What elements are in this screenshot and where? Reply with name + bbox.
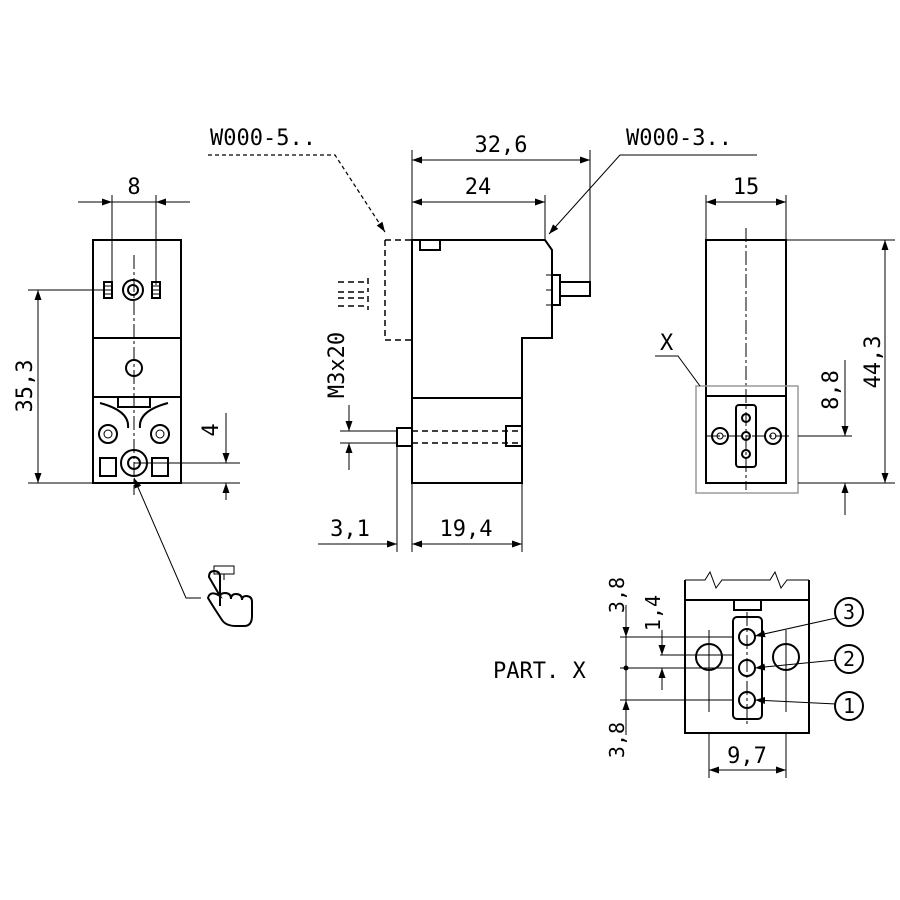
front-view: 8 35,3 4 — [13, 175, 253, 627]
thread-label: M3x20 — [325, 332, 350, 398]
side-fitting — [552, 274, 591, 306]
callout-3-circle — [834, 597, 864, 627]
dim-9-7-label: 9,7 — [727, 744, 767, 769]
detail-x-frame — [695, 385, 799, 494]
front-base-contour — [99, 402, 169, 429]
part-ref-left: W000-5.. — [210, 126, 316, 151]
side-body-outline — [411, 239, 553, 484]
detail-break-line — [685, 570, 809, 590]
detail-top-notch — [733, 600, 762, 611]
dim-15-label: 15 — [733, 175, 760, 200]
front-fitting-bore — [127, 284, 139, 296]
part-ref-right: W000-3.. — [626, 126, 732, 151]
front-fitting — [122, 279, 144, 301]
dim-3-8-top-label: 3,8 — [605, 577, 629, 613]
w000-3-leader — [548, 154, 757, 235]
dim-1-4-label: 1,4 — [641, 595, 665, 631]
callout-1-leader — [754, 696, 837, 705]
side-view: W000-5.. W000-3.. 32,6 24 M3x20 3,1 19,4 — [208, 126, 757, 552]
dim-8-8-label: 8,8 — [819, 370, 844, 410]
detail-x-leader — [655, 355, 701, 387]
callout-2-leader — [754, 659, 837, 671]
side-bolt-head — [396, 427, 413, 447]
front-mount-hole-left — [98, 424, 118, 444]
back-view: X 15 44,3 8,8 — [655, 175, 895, 515]
callout-2-label: 2 — [843, 647, 855, 671]
front-screw-threads — [104, 285, 160, 295]
dim-32-6-label: 32,6 — [475, 133, 528, 158]
callout-3-leader — [754, 617, 837, 638]
hand-pointer-icon — [206, 565, 253, 627]
side-connector-hidden — [384, 239, 412, 341]
dim-3-8-bottom-label: 3,8 — [605, 722, 629, 758]
front-mount-hole-right-inner — [155, 429, 165, 439]
dim-35-3-label: 35,3 — [13, 360, 38, 413]
front-slot-left — [99, 457, 117, 477]
dim-19-4-label: 19,4 — [440, 517, 493, 542]
w000-5-leader — [208, 154, 386, 233]
side-top-tab — [419, 239, 441, 251]
front-mount-hole-right — [150, 424, 170, 444]
dim-24-label: 24 — [465, 175, 492, 200]
callout-1-circle — [834, 691, 864, 721]
side-connector-pins-hidden — [338, 278, 369, 310]
detail-x-view: 3,8 1,4 3,8 PART. X 9,7 3 2 1 — [493, 570, 864, 778]
detail-title: PART. X — [493, 659, 586, 684]
front-slot-right — [151, 457, 169, 477]
detail-outline — [684, 580, 810, 734]
back-port-3 — [741, 413, 751, 423]
dim-8-label: 8 — [127, 175, 140, 200]
detail-x-marker: X — [660, 331, 674, 356]
side-fitting-marks — [546, 274, 552, 306]
dim-44-3-label: 44,3 — [861, 336, 886, 389]
back-port-1 — [741, 449, 751, 459]
callout-3-label: 3 — [843, 600, 855, 624]
manual-override-leader — [133, 477, 201, 599]
callout-2-circle — [834, 644, 864, 674]
side-nut — [505, 425, 523, 447]
dim-3-1-label: 3,1 — [330, 517, 370, 542]
callout-1-label: 1 — [843, 694, 855, 718]
dim-4-label: 4 — [199, 423, 224, 436]
front-mount-hole-left-inner — [103, 429, 113, 439]
